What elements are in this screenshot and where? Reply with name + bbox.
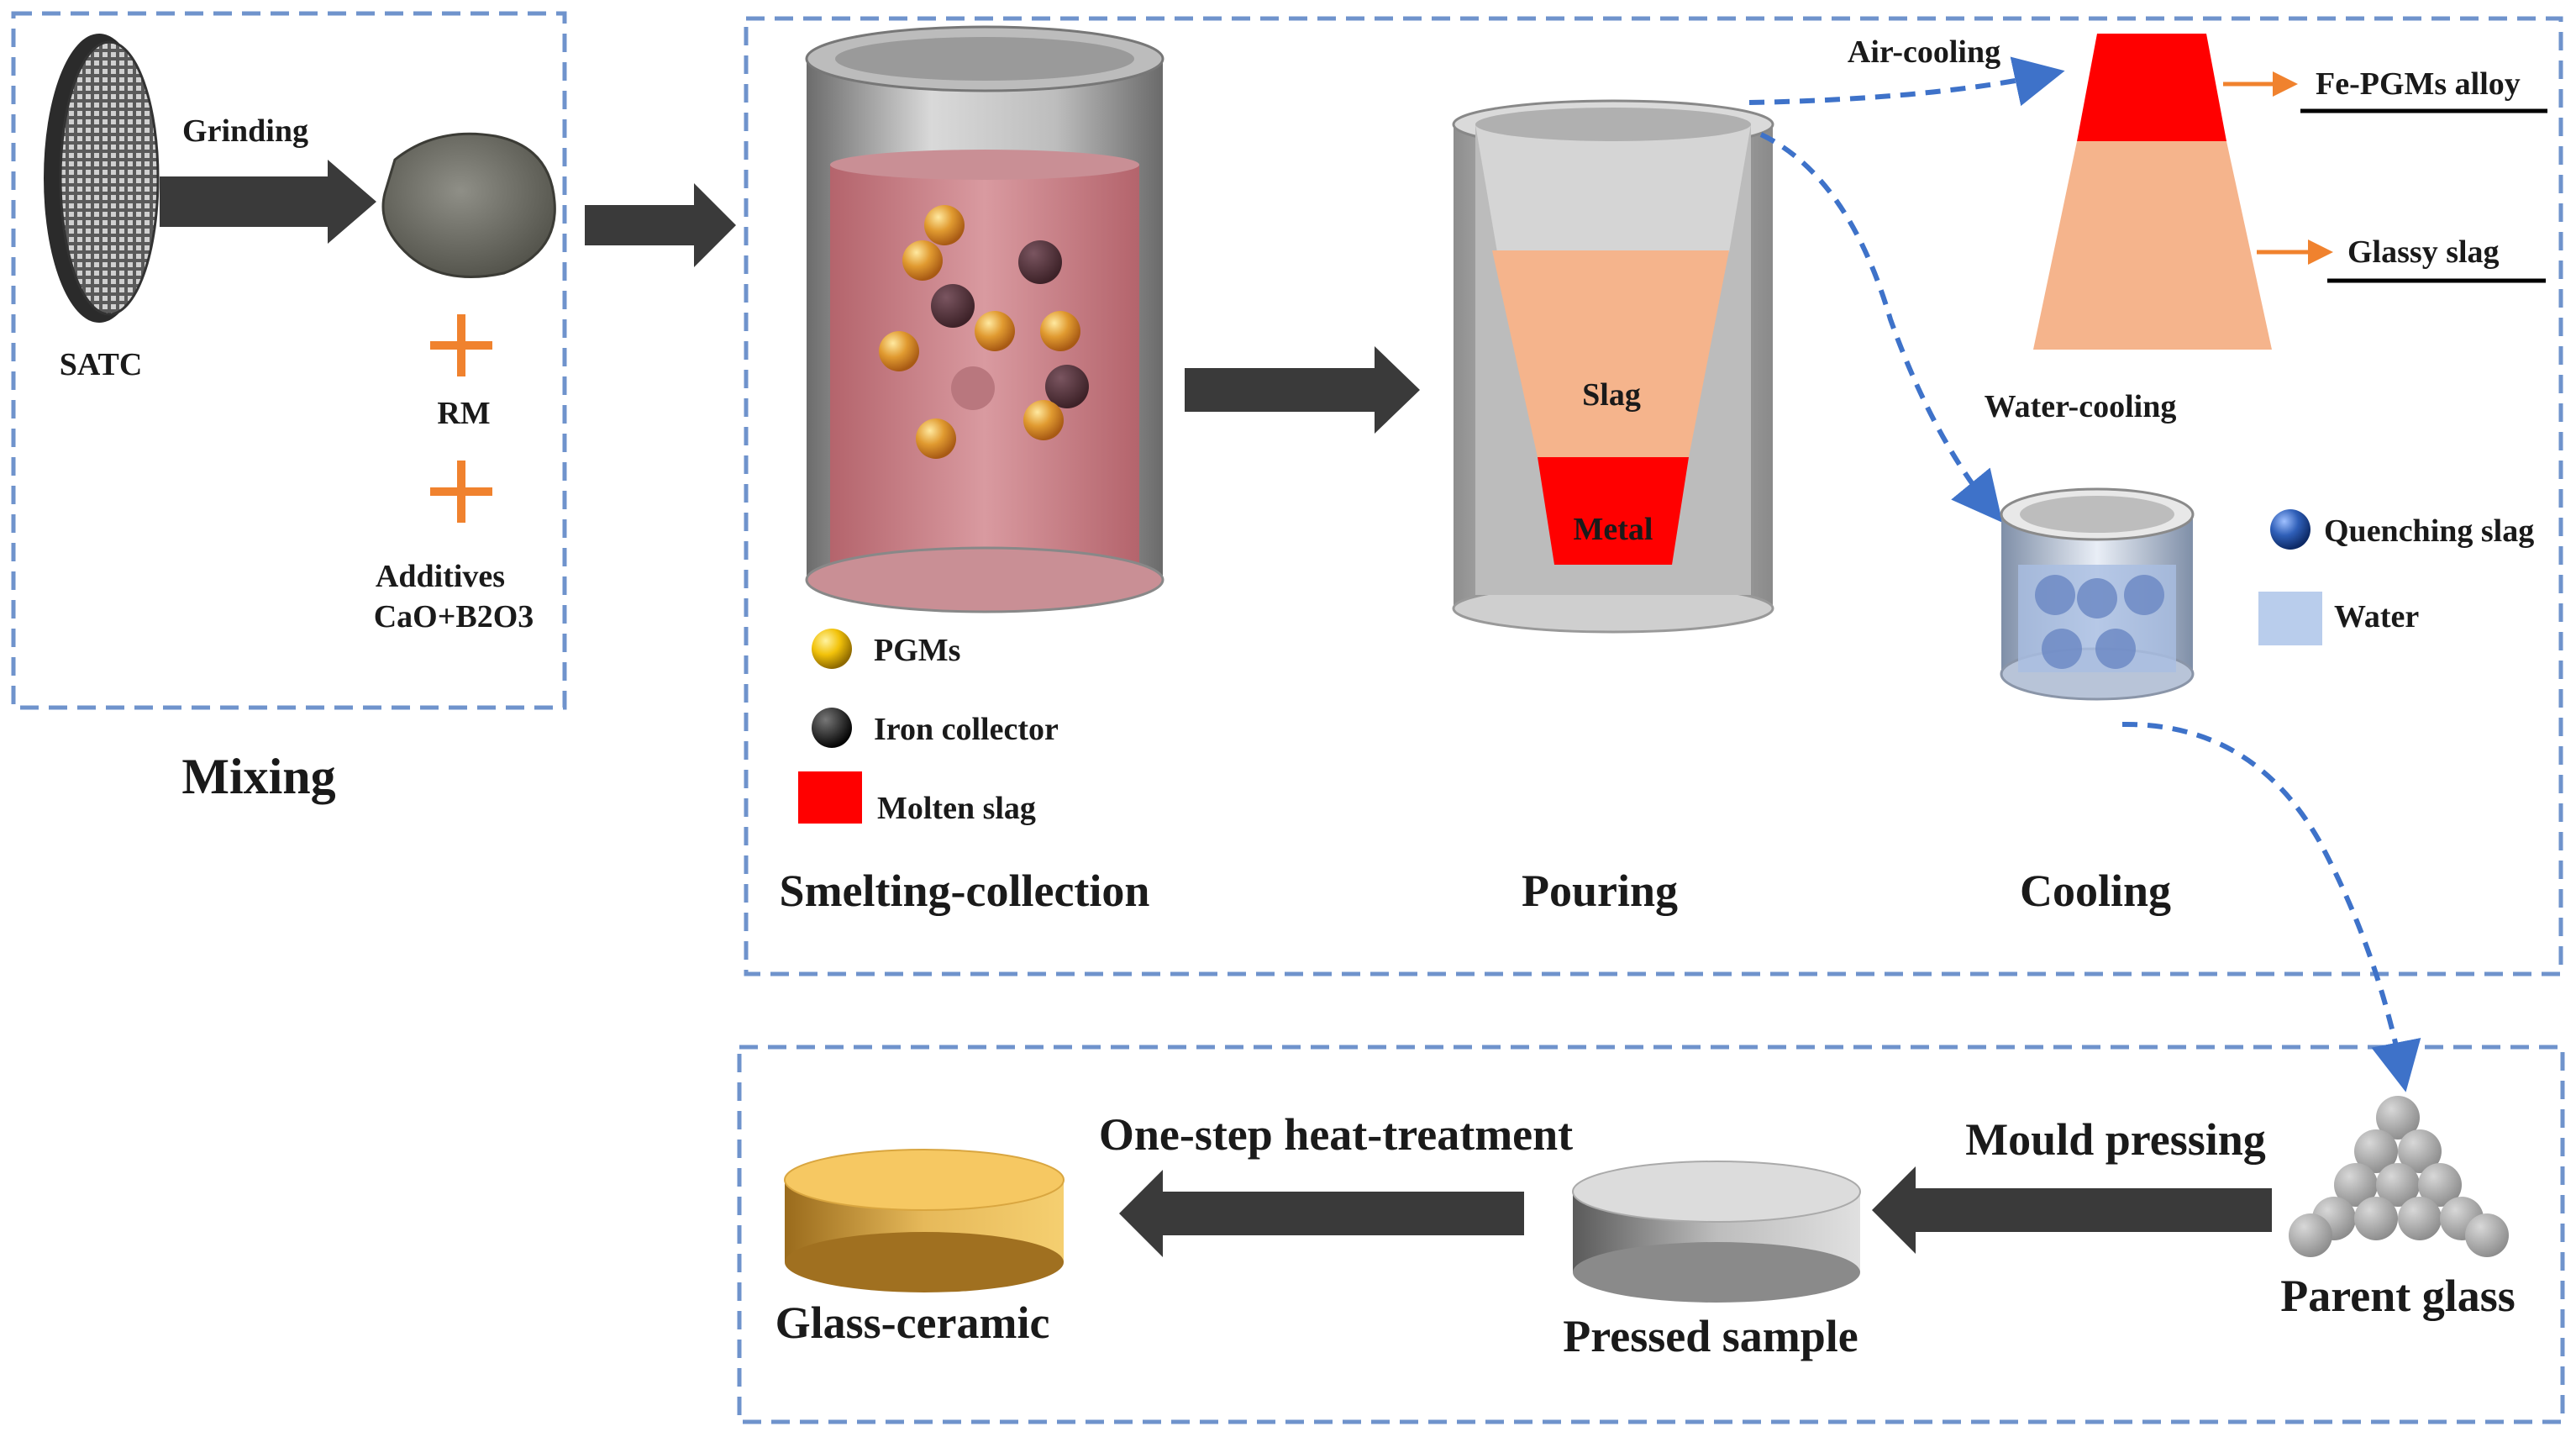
crucible-particles bbox=[879, 205, 1089, 459]
quench-slag-particle bbox=[2042, 629, 2082, 669]
to-parent-glass-arrow bbox=[2121, 721, 2421, 1092]
heat-treatment-label: One-step heat-treatment bbox=[1099, 1109, 1573, 1160]
smelting-crucible bbox=[805, 25, 1164, 613]
molten-legend-swatch bbox=[798, 771, 862, 824]
metal-layer bbox=[1538, 457, 1689, 565]
powder-icon bbox=[381, 132, 556, 278]
quench-beaker bbox=[2000, 487, 2195, 701]
pgm-particle bbox=[1040, 311, 1080, 351]
satc-label: SATC bbox=[60, 347, 143, 382]
mixing-frame bbox=[11, 11, 567, 710]
parent-glass-pile-icon bbox=[2289, 1096, 2509, 1257]
satc-catalyst-icon bbox=[44, 34, 160, 323]
plus-icon bbox=[430, 314, 492, 376]
air-cooling-label: Air-cooling bbox=[1848, 34, 2000, 70]
cooling-stage-title: Cooling bbox=[2020, 866, 2171, 916]
smelting-stage-title: Smelting-collection bbox=[780, 866, 1150, 916]
pgm-particle bbox=[902, 240, 943, 281]
additives-label: Additives bbox=[376, 559, 505, 594]
additives-formula: CaO+B2O3 bbox=[374, 599, 534, 634]
water-legend-label: Water bbox=[2334, 599, 2419, 634]
glassy-label: Glassy slag bbox=[2347, 234, 2500, 270]
pgm-particle bbox=[924, 205, 965, 245]
mould-pressing-label: Mould pressing bbox=[1965, 1114, 2266, 1165]
metal-label: Metal bbox=[1574, 512, 1653, 547]
iron-particle bbox=[951, 366, 995, 410]
water-cooling-label: Water-cooling bbox=[1985, 389, 2177, 424]
grinding-label: Grinding bbox=[182, 113, 308, 149]
arrow-to-smelting bbox=[585, 183, 736, 267]
glass-ceramic-disc bbox=[784, 1149, 1065, 1292]
grinding-arrow bbox=[160, 160, 376, 244]
pgm-particle bbox=[916, 418, 956, 459]
iron-particle bbox=[931, 284, 975, 328]
water-cooling-arrow bbox=[1759, 132, 2003, 523]
quench-slag-particle bbox=[2124, 575, 2164, 615]
mould-pressing-arrow bbox=[1872, 1166, 2272, 1254]
pgms-legend-label: PGMs bbox=[874, 633, 960, 668]
smelting-frame bbox=[744, 16, 2563, 976]
bottom-frame bbox=[737, 1045, 2565, 1424]
quenching-legend-icon bbox=[2270, 509, 2311, 550]
parent-glass-label: Parent glass bbox=[2280, 1271, 2516, 1321]
quench-slag-particle bbox=[2095, 629, 2136, 669]
molten-legend-label: Molten slag bbox=[877, 791, 1036, 826]
air-cooling-arrow bbox=[1748, 56, 2065, 107]
alloy-layer bbox=[2077, 34, 2226, 141]
iron-legend-icon bbox=[812, 708, 852, 748]
quench-slag-particle bbox=[2035, 575, 2075, 615]
rm-label: RM bbox=[437, 396, 490, 431]
pgm-particle bbox=[879, 331, 919, 371]
pressed-sample-label: Pressed sample bbox=[1563, 1311, 1858, 1361]
plus-icon bbox=[430, 461, 492, 523]
arrow-to-pouring bbox=[1185, 346, 1420, 434]
pgm-particle bbox=[1023, 400, 1064, 440]
iron-particle bbox=[1045, 365, 1089, 408]
pouring-stage-title: Pouring bbox=[1522, 866, 1678, 916]
iron-legend-label: Iron collector bbox=[874, 712, 1059, 747]
slag-layer bbox=[1492, 250, 1729, 457]
quenching-legend-label: Quenching slag bbox=[2324, 513, 2534, 549]
glass-ceramic-label: Glass-ceramic bbox=[775, 1298, 1050, 1348]
slag-label: Slag bbox=[1582, 377, 1641, 413]
pgm-particle bbox=[975, 311, 1015, 351]
mixing-stage-title: Mixing bbox=[181, 749, 335, 804]
pgms-legend-icon bbox=[812, 629, 852, 669]
alloy-label: Fe-PGMs alloy bbox=[2316, 66, 2521, 102]
iron-particle bbox=[1018, 240, 1062, 284]
heat-treatment-arrow bbox=[1119, 1170, 1524, 1257]
quench-slag-particle bbox=[2077, 578, 2117, 618]
pressed-sample-disc bbox=[1572, 1161, 1861, 1303]
water-legend-swatch bbox=[2258, 592, 2322, 645]
glassy-slag-layer bbox=[2033, 141, 2272, 350]
